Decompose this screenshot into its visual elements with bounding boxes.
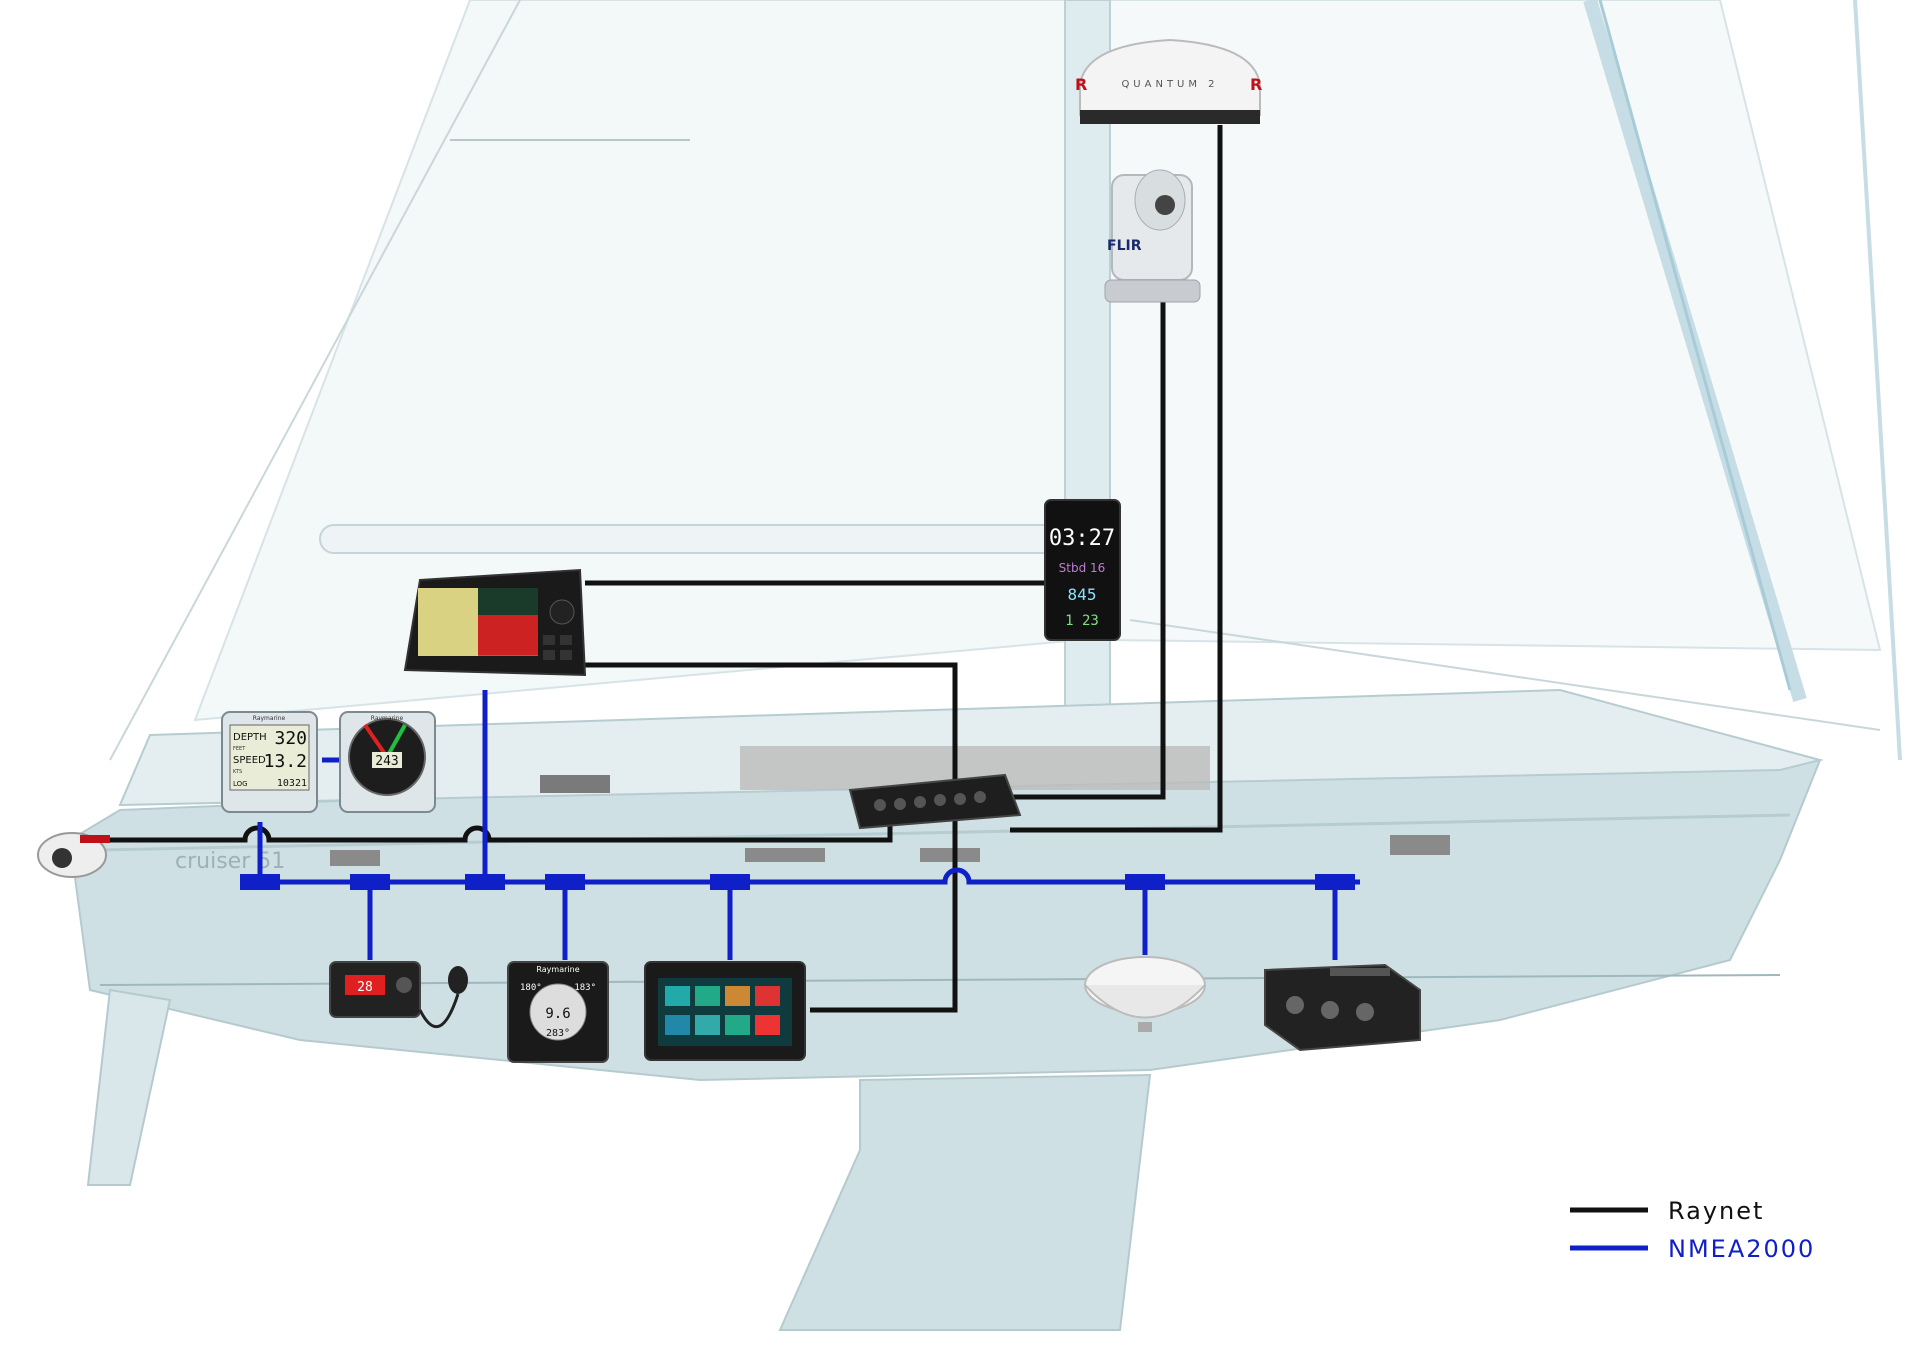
legend: Raynet NMEA2000 [1570,1197,1815,1263]
cockpit-time: 03:27 [1049,526,1115,551]
svg-text:180°: 180° [520,983,542,993]
network-switch[interactable] [848,773,1022,830]
svg-text:LOG: LOG [233,780,248,788]
nmea-tee-connectors [240,874,1355,890]
svg-text:10321: 10321 [277,778,307,789]
vhf-radio[interactable]: 28 [329,961,468,1029]
svg-text:R: R [1075,75,1087,94]
legend-nmea-label: NMEA2000 [1668,1235,1815,1263]
radar-model-label: QUANTUM 2 [1121,79,1218,90]
sails [109,0,1902,761]
chartplotter[interactable] [403,568,587,677]
svg-text:Raymarine: Raymarine [253,715,286,722]
boom [319,524,1091,554]
svg-text:KTS: KTS [233,769,242,775]
cockpit-value3: 1 23 [1065,613,1099,629]
svg-text:R: R [1250,75,1262,94]
hull-label: cruiser 51 [175,849,285,874]
legend-raynet-label: Raynet [1668,1197,1764,1225]
svg-text:Raymarine: Raymarine [371,715,404,722]
depth-speed-instrument[interactable]: Raymarine DEPTH 320 FEET SPEED 13.2 KTS … [221,711,318,813]
cockpit-heading: Stbd 16 [1059,561,1106,575]
multifunction-instrument[interactable]: Raymarine 180° 183° 9.6 283° [507,961,609,1063]
svg-text:9.6: 9.6 [545,1006,570,1022]
svg-text:SPEED: SPEED [233,755,266,766]
svg-text:283°: 283° [546,1028,570,1039]
svg-text:183°: 183° [574,983,596,993]
wind-instrument[interactable]: 243 Raymarine [339,711,436,813]
gps-antenna[interactable] [1084,956,1206,1032]
svg-text:320: 320 [274,728,307,749]
quantum-radar[interactable]: R QUANTUM 2 R [1075,38,1262,124]
flir-logo: FLIR [1107,238,1142,254]
svg-text:13.2: 13.2 [264,751,307,772]
mfd-display[interactable] [644,961,806,1061]
svg-text:FEET: FEET [233,746,246,752]
svg-text:243: 243 [375,754,398,769]
cockpit-display[interactable]: 03:27 Stbd 16 845 1 23 [1044,499,1121,641]
svg-text:Raymarine: Raymarine [536,965,579,974]
cockpit-value2: 845 [1068,585,1097,604]
ais-transceiver[interactable] [1264,963,1421,1052]
flir-camera[interactable]: FLIR [1104,169,1201,303]
nmea-cables [240,690,1360,960]
bow-camera[interactable] [37,832,110,878]
svg-text:28: 28 [357,980,373,995]
svg-text:DEPTH: DEPTH [233,732,267,743]
